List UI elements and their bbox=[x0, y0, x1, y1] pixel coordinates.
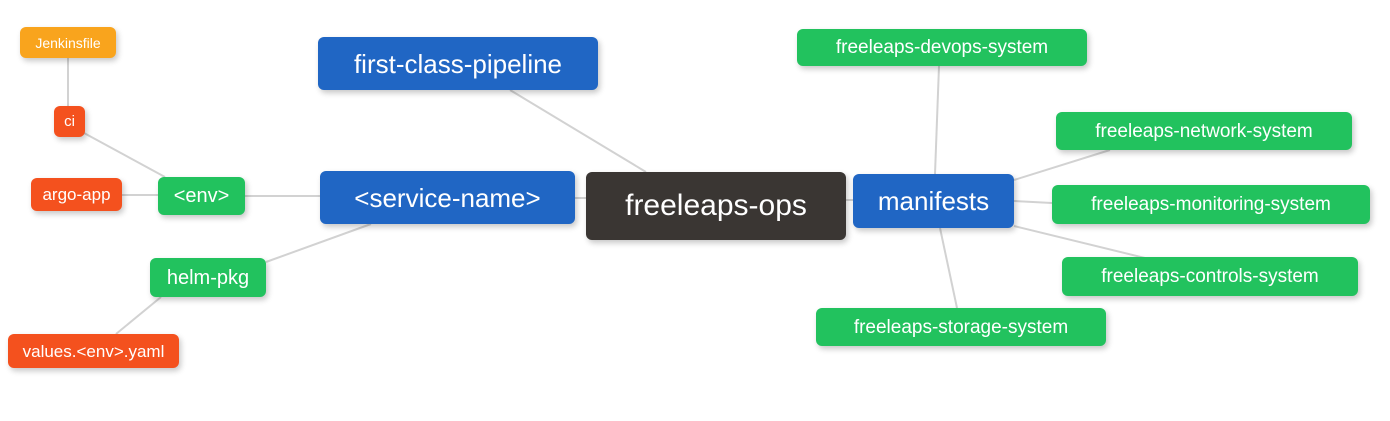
node-service-name[interactable]: <service-name> bbox=[320, 171, 575, 224]
edge-service-name-to-helm-pkg bbox=[265, 223, 372, 263]
node-values-env-yaml[interactable]: values.<env>.yaml bbox=[8, 334, 179, 368]
node-first-class-pipeline[interactable]: first-class-pipeline bbox=[318, 37, 598, 90]
node-argo-app[interactable]: argo-app bbox=[31, 178, 122, 211]
node-freeleaps-devops-system[interactable]: freeleaps-devops-system bbox=[797, 29, 1087, 66]
node-manifests[interactable]: manifests bbox=[853, 174, 1014, 228]
node-jenkinsfile[interactable]: Jenkinsfile bbox=[20, 27, 116, 58]
node-helm-pkg[interactable]: helm-pkg bbox=[150, 258, 266, 297]
edge-manifests-to-freeleaps-controls-system bbox=[1013, 225, 1146, 259]
node-freeleaps-network-system[interactable]: freeleaps-network-system bbox=[1056, 112, 1352, 150]
edge-manifests-to-freeleaps-storage-system bbox=[939, 227, 958, 309]
node-freeleaps-storage-system[interactable]: freeleaps-storage-system bbox=[816, 308, 1106, 346]
edge-first-class-pipeline-to-freeleaps-ops bbox=[509, 89, 647, 173]
node-freeleaps-controls-system[interactable]: freeleaps-controls-system bbox=[1062, 257, 1358, 296]
edge-freeleaps-devops-system-to-manifests bbox=[934, 65, 940, 175]
edge-manifests-to-freeleaps-network-system bbox=[1013, 149, 1111, 181]
node-env[interactable]: <env> bbox=[158, 177, 245, 215]
node-freeleaps-ops[interactable]: freeleaps-ops bbox=[586, 172, 846, 240]
node-ci[interactable]: ci bbox=[54, 106, 85, 137]
node-freeleaps-monitoring-system[interactable]: freeleaps-monitoring-system bbox=[1052, 185, 1370, 224]
edge-manifests-to-freeleaps-monitoring-system bbox=[1013, 200, 1053, 204]
edge-ci-to-env bbox=[83, 132, 166, 178]
edge-helm-pkg-to-values-env-yaml bbox=[115, 296, 162, 335]
